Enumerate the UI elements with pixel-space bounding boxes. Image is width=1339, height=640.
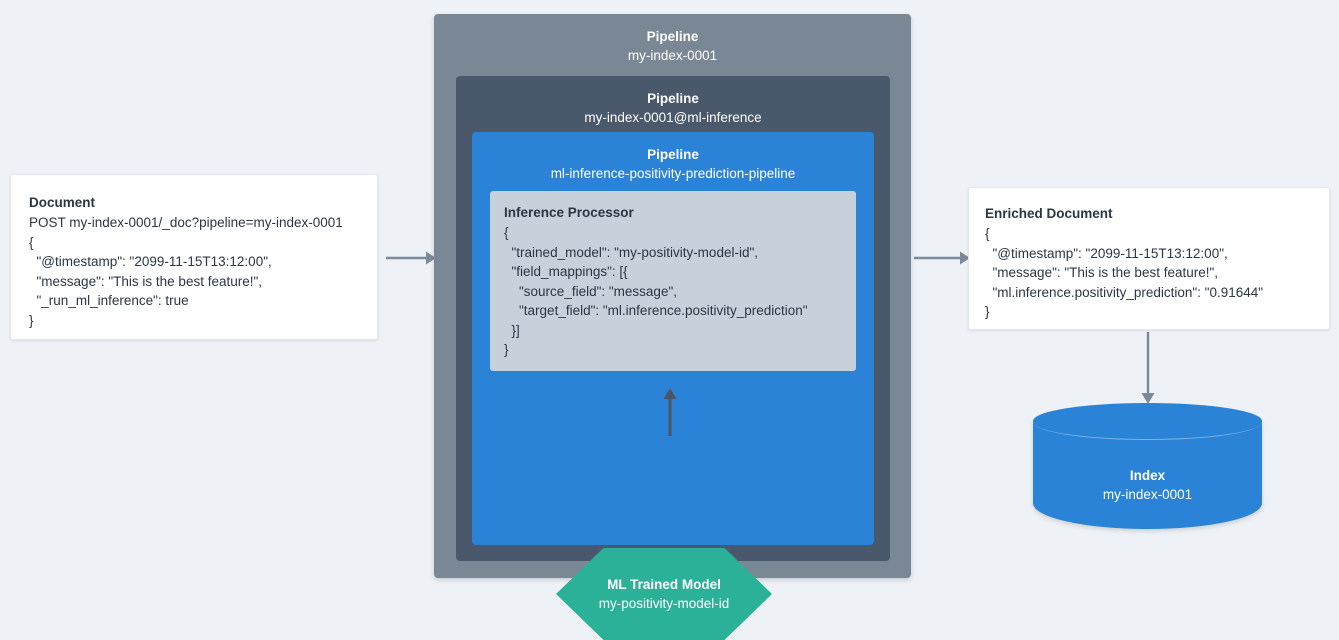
- enriched-document-line: "@timestamp": "2099-11-15T13:12:00",: [985, 245, 1228, 261]
- inference-processor-title: Inference Processor: [504, 205, 634, 220]
- enriched-document-title: Enriched Document: [985, 206, 1113, 221]
- ml-trained-model-title: ML Trained Model: [607, 576, 721, 592]
- enriched-document-line: {: [985, 226, 990, 241]
- arrow-enriched-to-index-icon: [1141, 332, 1155, 404]
- document-line: "@timestamp": "2099-11-15T13:12:00",: [29, 254, 272, 269]
- arrow-model-to-processor-icon: [663, 388, 677, 436]
- document-title: Document: [29, 195, 96, 210]
- ml-trained-model-hexagon: ML Trained Model my-positivity-model-id: [556, 548, 772, 640]
- document-line: "message": "This is the best feature!",: [29, 273, 263, 289]
- pipeline-middle-header: Pipeline my-index-0001@ml-inference: [456, 76, 890, 128]
- pipeline-inner-header: Pipeline ml-inference-positivity-predict…: [472, 132, 874, 184]
- pipeline-middle-box: Pipeline my-index-0001@ml-inference Pipe…: [456, 76, 890, 640]
- index-label: Index my-index-0001: [1033, 466, 1262, 505]
- inference-processor-line: "trained_model": "my-positivity-model-id…: [504, 244, 759, 260]
- diagram-canvas: Document POST my-index-0001/_doc?pipelin…: [10, 14, 1330, 640]
- inference-processor-line: }: [504, 342, 509, 357]
- pipeline-outer-name: my-index-0001: [627, 48, 718, 63]
- inference-processor-line: {: [504, 225, 509, 240]
- index-name: my-index-0001: [1102, 487, 1193, 502]
- pipeline-outer-header: Pipeline my-index-0001: [434, 14, 911, 66]
- document-line: }: [29, 312, 34, 328]
- pipeline-inner-name: ml-inference-positivity-prediction-pipel…: [550, 166, 796, 181]
- inference-processor-box: Inference Processor { "trained_model": "…: [490, 191, 856, 371]
- document-line: "_run_ml_inference": true: [29, 293, 189, 308]
- pipeline-outer-box: Pipeline my-index-0001 Pipeline my-index…: [434, 14, 911, 640]
- document-card: Document POST my-index-0001/_doc?pipelin…: [10, 174, 378, 340]
- pipeline-inner-box: Pipeline ml-inference-positivity-predict…: [472, 132, 874, 640]
- document-line: {: [29, 234, 34, 250]
- enriched-document-card: Enriched Document { "@timestamp": "2099-…: [968, 187, 1330, 330]
- pipeline-outer-kind: Pipeline: [646, 29, 699, 44]
- arrow-pipeline-to-enriched-icon: [914, 251, 970, 265]
- pipeline-middle-name: my-index-0001@ml-inference: [584, 110, 762, 125]
- pipeline-inner-kind: Pipeline: [647, 147, 699, 162]
- index-title: Index: [1129, 468, 1166, 483]
- inference-processor-line: "source_field": "message",: [504, 283, 677, 299]
- inference-processor-line: "field_mappings": [{: [504, 264, 628, 279]
- inference-processor-line: }]: [504, 322, 520, 338]
- cylinder-top-ellipse: [1033, 403, 1262, 440]
- enriched-document-line: }: [985, 304, 990, 319]
- enriched-document-line: "ml.inference.positivity_prediction": "0…: [985, 284, 1264, 300]
- enriched-document-line: "message": "This is the best feature!",: [985, 265, 1219, 280]
- index-cylinder: Index my-index-0001: [1033, 403, 1262, 529]
- inference-processor-line: "target_field": "ml.inference.positivity…: [504, 303, 808, 318]
- arrow-document-to-pipeline-icon: [386, 251, 436, 265]
- pipeline-middle-kind: Pipeline: [647, 91, 699, 106]
- document-line: POST my-index-0001/_doc?pipeline=my-inde…: [29, 215, 343, 230]
